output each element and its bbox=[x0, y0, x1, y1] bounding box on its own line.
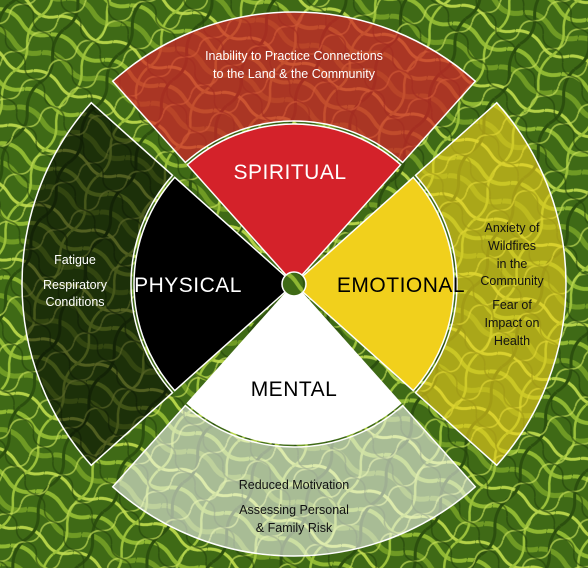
mental-outer-ring bbox=[111, 404, 477, 557]
emotional-label: EMOTIONAL bbox=[337, 274, 465, 297]
spiritual-label: SPIRITUAL bbox=[233, 161, 346, 184]
emotional-impact: Health bbox=[494, 334, 530, 348]
physical-impact: Conditions bbox=[45, 295, 104, 309]
physical-impact: Respiratory bbox=[43, 278, 108, 292]
spiritual-impact: to the Land & the Community bbox=[213, 67, 376, 81]
physical-impact: Fatigue bbox=[54, 253, 96, 267]
mental-label: MENTAL bbox=[251, 378, 338, 401]
emotional-impact: Anxiety of bbox=[485, 221, 540, 235]
emotional-inner-quadrant bbox=[301, 176, 455, 392]
emotional-impact: Impact on bbox=[485, 316, 540, 330]
mental-impact: Assessing Personal bbox=[239, 503, 349, 517]
mental-inner-quadrant bbox=[186, 291, 402, 445]
emotional-impact: Community bbox=[480, 274, 544, 288]
physical-label: PHYSICAL bbox=[134, 274, 242, 297]
emotional-outer-ring bbox=[414, 101, 567, 467]
mental-impact: & Family Risk bbox=[256, 521, 333, 535]
physical-outer-ring bbox=[21, 101, 174, 467]
emotional-impact: Fear of bbox=[492, 298, 532, 312]
emotional-impact: Wildfires bbox=[488, 239, 536, 253]
emotional-impact: in the bbox=[497, 257, 528, 271]
spiritual-outer-ring bbox=[111, 11, 477, 164]
spiritual-impact: Inability to Practice Connections bbox=[205, 49, 383, 63]
mental-impact: Reduced Motivation bbox=[239, 478, 350, 492]
physical-inner-quadrant bbox=[133, 176, 287, 392]
spiritual-inner-quadrant bbox=[186, 123, 402, 277]
